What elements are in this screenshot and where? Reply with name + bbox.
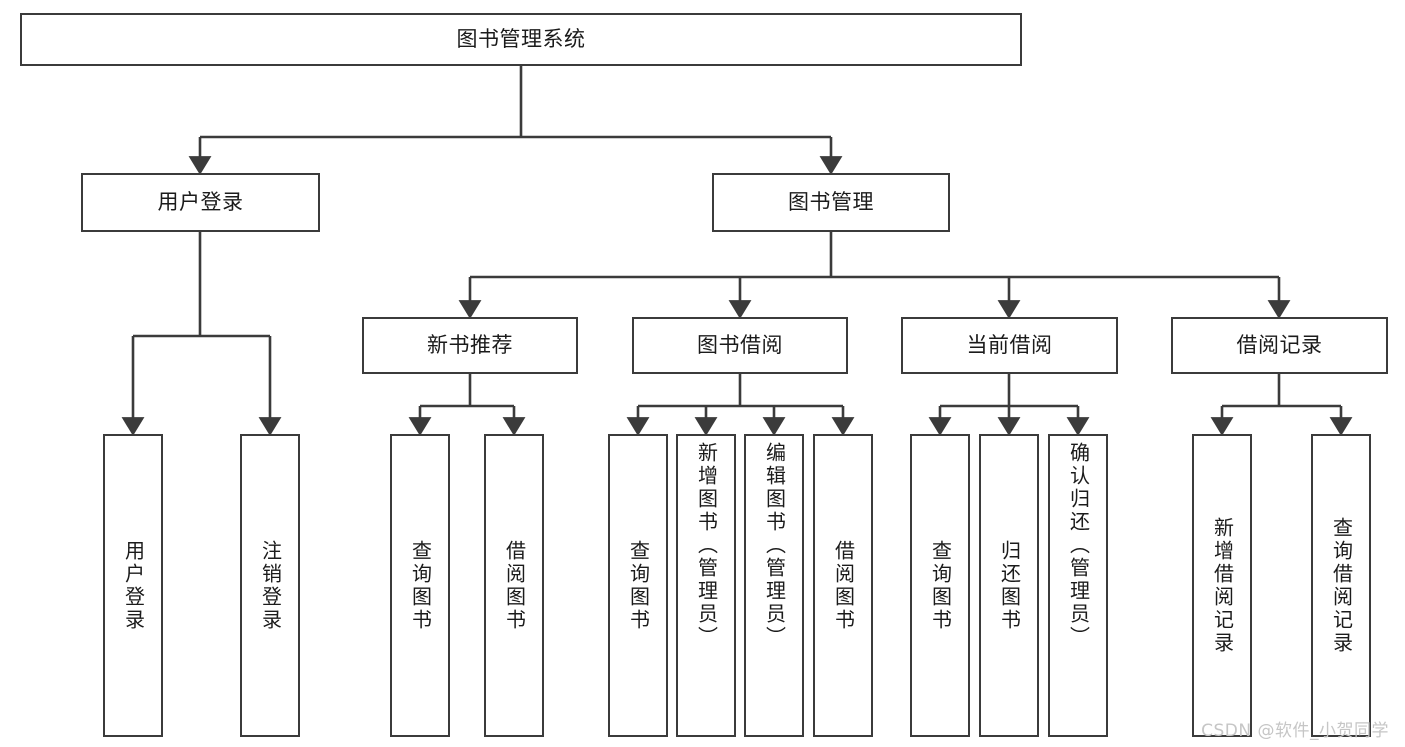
leaf-edit-book-label: 编辑图书（管理员） <box>762 442 787 649</box>
leaf-add-record[interactable]: 新增借阅记录 <box>1192 434 1252 737</box>
leaf-borrow-book-2-label: 借阅图书 <box>831 539 856 632</box>
leaf-user-login[interactable]: 用户登录 <box>103 434 163 737</box>
node-current-borrow-label: 当前借阅 <box>966 333 1053 358</box>
leaf-return-book-label: 归还图书 <box>997 539 1022 632</box>
leaf-query-book-3[interactable]: 查询图书 <box>910 434 970 737</box>
leaf-add-record-label: 新增借阅记录 <box>1210 516 1235 655</box>
node-borrow-record-label: 借阅记录 <box>1236 333 1323 358</box>
node-book-borrow[interactable]: 图书借阅 <box>632 317 848 374</box>
leaf-borrow-book-2[interactable]: 借阅图书 <box>813 434 873 737</box>
node-borrow-record[interactable]: 借阅记录 <box>1171 317 1388 374</box>
node-new-book-rec[interactable]: 新书推荐 <box>362 317 578 374</box>
node-user-login[interactable]: 用户登录 <box>81 173 320 232</box>
leaf-query-book-2-label: 查询图书 <box>626 539 651 632</box>
leaf-add-book-label: 新增图书（管理员） <box>694 442 719 649</box>
node-new-book-rec-label: 新书推荐 <box>427 333 513 358</box>
leaf-logout[interactable]: 注销登录 <box>240 434 300 737</box>
leaf-borrow-book-1[interactable]: 借阅图书 <box>484 434 544 737</box>
node-book-borrow-label: 图书借阅 <box>697 333 783 358</box>
leaf-return-book[interactable]: 归还图书 <box>979 434 1039 737</box>
node-root[interactable]: 图书管理系统 <box>20 13 1022 66</box>
leaf-query-record-label: 查询借阅记录 <box>1329 516 1354 655</box>
node-root-label: 图书管理系统 <box>456 27 586 52</box>
leaf-confirm-return[interactable]: 确认归还（管理员） <box>1048 434 1108 737</box>
csdn-watermark: CSDN @软件_小贺同学 <box>1201 721 1389 741</box>
node-user-login-label: 用户登录 <box>157 190 244 215</box>
leaf-logout-label: 注销登录 <box>258 539 283 632</box>
leaf-confirm-return-label: 确认归还（管理员） <box>1066 442 1091 649</box>
leaf-user-login-label: 用户登录 <box>121 539 146 632</box>
leaf-add-book[interactable]: 新增图书（管理员） <box>676 434 736 737</box>
leaf-query-book-2[interactable]: 查询图书 <box>608 434 668 737</box>
leaf-query-book-3-label: 查询图书 <box>928 539 953 632</box>
leaf-query-record[interactable]: 查询借阅记录 <box>1311 434 1371 737</box>
node-current-borrow[interactable]: 当前借阅 <box>901 317 1118 374</box>
node-book-manage[interactable]: 图书管理 <box>712 173 950 232</box>
leaf-borrow-book-1-label: 借阅图书 <box>502 539 527 632</box>
leaf-query-book-1-label: 查询图书 <box>408 539 433 632</box>
leaf-edit-book[interactable]: 编辑图书（管理员） <box>744 434 804 737</box>
node-book-manage-label: 图书管理 <box>788 190 874 215</box>
leaf-query-book-1[interactable]: 查询图书 <box>390 434 450 737</box>
